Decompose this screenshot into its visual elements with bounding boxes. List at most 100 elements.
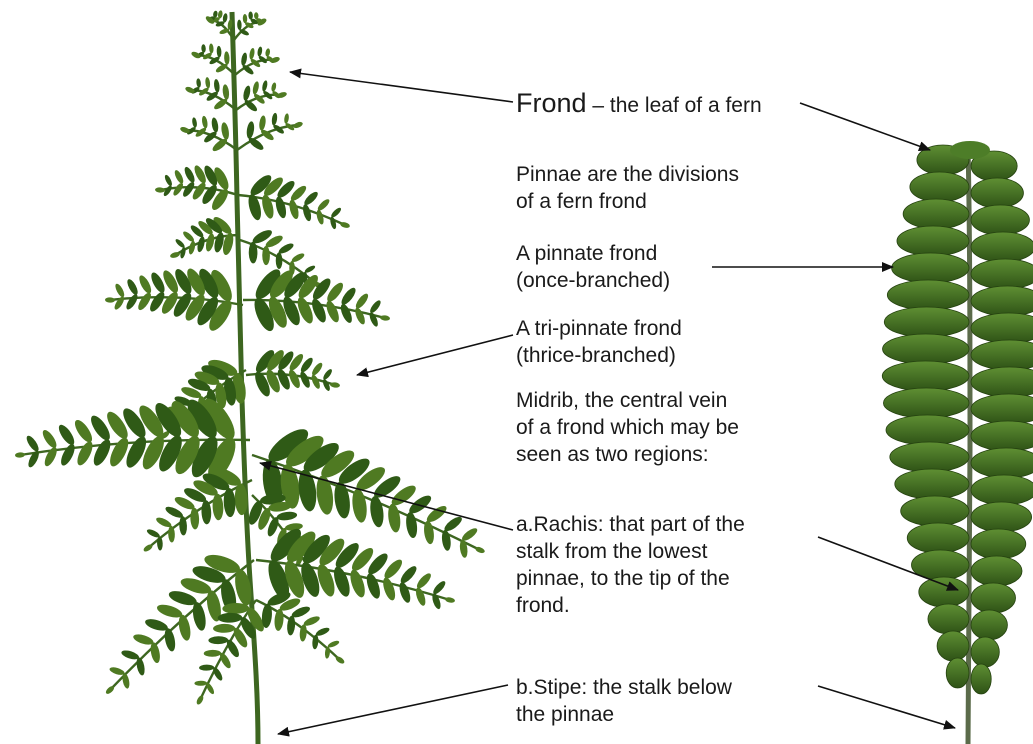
tripinnate-line-1: A tri-pinnate frond: [516, 315, 682, 342]
pinnate-line-1: A pinnate frond: [516, 240, 670, 267]
leaflet: [58, 442, 77, 467]
leaflet-tip: [155, 187, 165, 193]
pinna: [971, 232, 1033, 262]
leaflet: [208, 636, 228, 644]
leaflet: [248, 11, 253, 19]
stipe-line-2: the pinnae: [516, 701, 732, 728]
tripinnate-line-2: (thrice-branched): [516, 342, 682, 369]
leaflet: [191, 601, 208, 632]
leaflet: [163, 627, 177, 652]
leaflet: [262, 246, 270, 265]
leaflet: [242, 85, 251, 101]
leaflet-tip: [105, 297, 115, 303]
leaflet: [310, 374, 322, 390]
pinna: [883, 334, 969, 364]
stipe-arrow-left: [278, 685, 508, 734]
pinna: [901, 496, 969, 526]
leaflet: [220, 122, 230, 140]
pinnate-label: A pinnate frond (once-branched): [516, 240, 670, 294]
pinna: [971, 286, 1033, 316]
leaflet: [204, 650, 222, 657]
pinna: [895, 469, 969, 499]
midrib-line-3: seen as two regions:: [516, 441, 739, 468]
leaflet: [261, 80, 268, 92]
leaflet: [298, 370, 311, 389]
pinna: [971, 205, 1029, 235]
frond-arrow-right: [800, 103, 930, 150]
leaflet: [211, 117, 219, 133]
pinna: [971, 394, 1033, 424]
leaflet: [237, 20, 242, 31]
stipe-line-1: b.Stipe: the stalk below: [516, 674, 732, 701]
leaflet: [201, 115, 208, 128]
leaflet: [442, 514, 464, 533]
leaflet: [163, 174, 173, 187]
pinna: [971, 475, 1033, 505]
leaflet: [144, 617, 169, 633]
leaflet: [276, 511, 297, 522]
leaflet: [276, 252, 283, 269]
pinna: [971, 367, 1033, 397]
midrib: [968, 145, 970, 744]
leaflet: [212, 493, 224, 520]
pinna: [971, 421, 1033, 451]
leaflet: [330, 206, 343, 218]
leaflet: [201, 44, 206, 53]
leaflet: [354, 292, 370, 310]
leaflet: [25, 434, 41, 453]
leaflet: [222, 84, 230, 100]
leaflet: [90, 437, 113, 468]
leaflet: [353, 306, 367, 325]
pinna: [971, 556, 1022, 586]
pinna: [919, 577, 969, 607]
pinna: [971, 637, 999, 667]
leaflet: [243, 14, 248, 23]
pinna: [971, 664, 991, 694]
leaflet: [431, 579, 447, 596]
leaflet: [204, 233, 215, 252]
pinna: [971, 340, 1033, 370]
leaflet: [56, 422, 77, 447]
leaflet: [459, 539, 469, 558]
frond-definition: – the leaf of a fern: [587, 94, 762, 117]
pinnae-line-1: Pinnae are the divisions: [516, 161, 739, 188]
leaflet: [424, 503, 448, 525]
leaflet: [339, 302, 355, 324]
leaflet: [240, 52, 248, 66]
leaflet: [125, 278, 139, 297]
pinna: [928, 604, 969, 634]
pinna: [971, 502, 1032, 532]
tri-pinnate-fern: [15, 10, 486, 744]
leaflet: [315, 209, 325, 225]
pinna: [890, 442, 969, 472]
leaflet: [40, 428, 59, 450]
leaflet: [271, 112, 278, 125]
leaflet: [271, 82, 277, 92]
leaflet: [177, 614, 193, 642]
pinnate-fern: [882, 141, 1033, 744]
tripinnate-label: A tri-pinnate frond (thrice-branched): [516, 315, 682, 369]
pinna: [887, 280, 969, 310]
leaflet: [415, 571, 433, 590]
pinna: [883, 388, 969, 418]
pinna: [892, 253, 969, 283]
leaflet: [257, 46, 263, 57]
leaflet: [213, 79, 220, 93]
pinna: [971, 448, 1033, 478]
leaflet: [121, 673, 130, 690]
leaflet: [249, 48, 256, 60]
leaflet-tip: [195, 694, 204, 705]
leaflet: [254, 12, 259, 19]
tripinnate-arrow: [357, 335, 513, 375]
leaflet: [216, 46, 221, 58]
leaflet: [284, 113, 290, 124]
leaflet-tip: [15, 452, 25, 458]
leaflet: [310, 361, 324, 377]
leaflet: [302, 190, 319, 207]
pinna: [886, 415, 969, 445]
pinna: [946, 658, 969, 688]
leaflet-tip: [380, 315, 391, 321]
frond-tip: [950, 141, 990, 159]
stipe-arrow-right: [818, 686, 955, 728]
leaflet: [135, 657, 146, 676]
